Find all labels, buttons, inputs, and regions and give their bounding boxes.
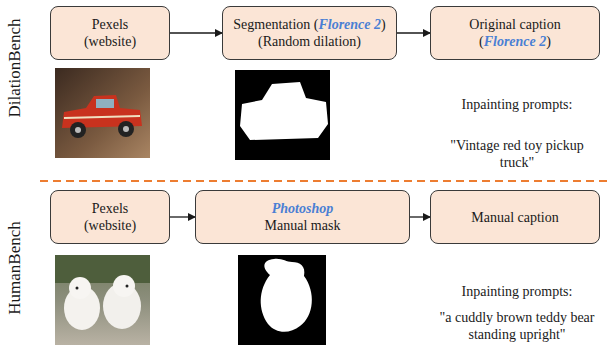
tool-name: Florence 2 — [484, 34, 547, 49]
prompt-heading: Inpainting prompts: — [437, 283, 597, 300]
box-text: Pexels — [92, 16, 129, 33]
separator-line — [40, 180, 607, 182]
box-text: (website) — [84, 217, 136, 234]
truck-photo — [55, 68, 150, 158]
box-text: (Florence 2) — [479, 33, 551, 50]
process-box: Segmentation (Florence 2)(Random dilatio… — [222, 6, 397, 60]
manual-mask — [238, 255, 326, 345]
box-text: Manual mask — [265, 217, 341, 234]
tool-name: Florence 2 — [318, 17, 381, 32]
process-box: Manual caption — [430, 190, 600, 244]
flow-arrow — [170, 216, 195, 217]
row-label: DilationBench — [5, 0, 25, 148]
process-box: Pexels(website) — [50, 6, 170, 60]
row-label: HumanBench — [5, 188, 25, 347]
box-text: Segmentation (Florence 2) — [233, 16, 385, 33]
box-text: Manual caption — [471, 209, 558, 226]
process-box: Pexels(website) — [50, 190, 170, 244]
process-box: PhotoshopManual mask — [195, 190, 410, 244]
box-text: Original caption — [469, 16, 560, 33]
dilated-mask — [235, 70, 330, 160]
prompt-text: "a cuddly brown teddy bear standing upri… — [432, 309, 602, 343]
process-box: Original caption(Florence 2) — [430, 6, 600, 60]
box-text: (Random dilation) — [258, 33, 361, 50]
flow-arrow — [397, 32, 430, 33]
box-text: Pexels — [92, 200, 129, 217]
flow-arrow — [170, 32, 222, 33]
flow-arrow — [410, 216, 430, 217]
prompt-text: "Vintage red toy pickup truck" — [447, 137, 587, 171]
prompt-heading: Inpainting prompts: — [437, 96, 597, 113]
box-text: (website) — [84, 33, 136, 50]
box-text: Photoshop — [272, 200, 333, 217]
dog-photo — [55, 255, 150, 345]
